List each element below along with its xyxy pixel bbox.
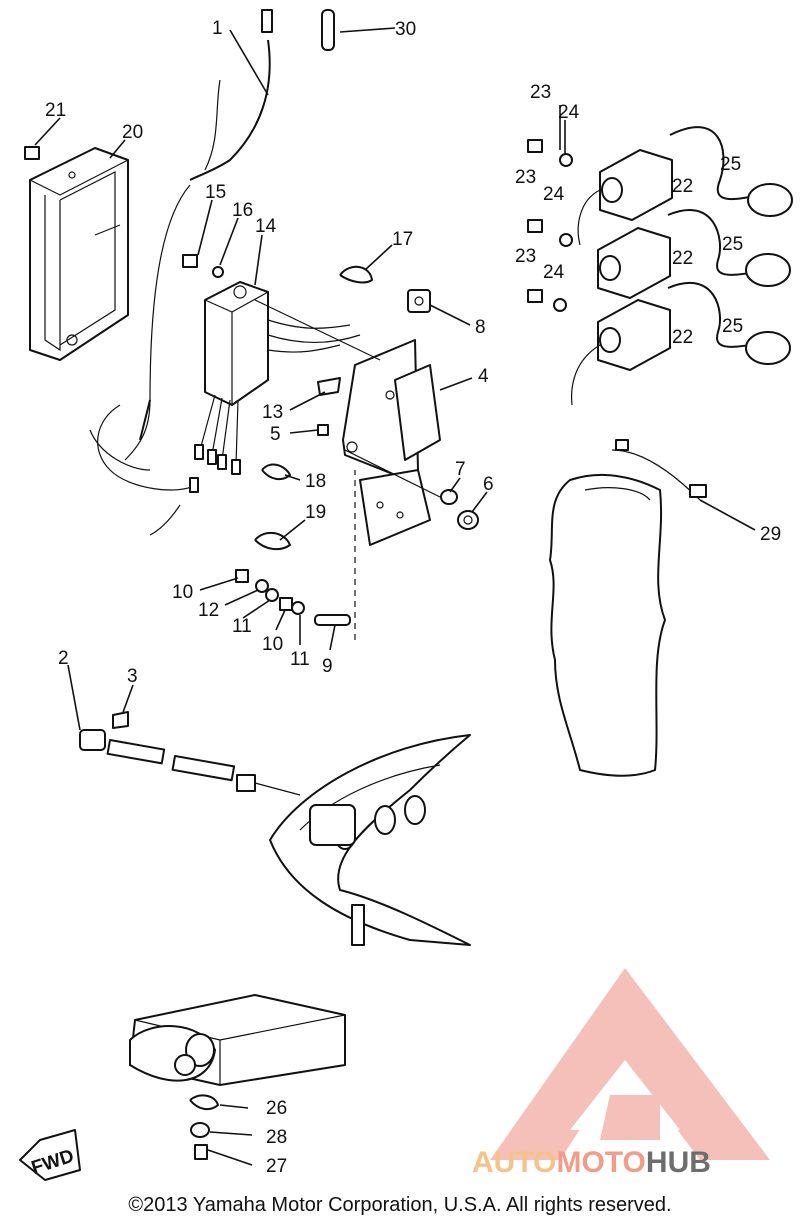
watermark-logo [490, 968, 770, 1160]
cdi-cover [29, 147, 129, 361]
callout-24a: 24 [558, 102, 580, 123]
callout-23a: 23 [530, 82, 551, 103]
callout-24c: 24 [543, 262, 565, 283]
callout-11a: 11 [232, 616, 252, 637]
callout-4: 4 [478, 366, 489, 387]
watermark-text: AUTOMOTOHUB [472, 1146, 711, 1179]
callout-26: 26 [266, 1098, 287, 1119]
rectifier-unit [129, 994, 346, 1160]
callout-25c: 25 [722, 316, 743, 337]
callout-21: 21 [45, 100, 66, 121]
callout-25a: 25 [720, 154, 741, 175]
callout-3: 3 [127, 666, 138, 687]
callout-10b: 10 [262, 634, 283, 655]
callout-2: 2 [58, 648, 69, 669]
callout-13: 13 [262, 402, 283, 423]
callout-14: 14 [255, 216, 277, 237]
callout-labels: 1 2 3 4 5 6 7 8 9 10 10 11 11 12 13 14 1… [45, 18, 781, 1177]
callout-8: 8 [475, 317, 486, 338]
watermark-hub: HUB [646, 1146, 711, 1179]
ignition-coil-2 [527, 209, 791, 299]
callout-22c: 22 [672, 327, 693, 348]
callout-30: 30 [395, 19, 416, 40]
callout-6: 6 [483, 474, 494, 495]
callout-25b: 25 [722, 234, 743, 255]
ignition-coil-3 [527, 281, 791, 406]
mounting-bracket [342, 339, 441, 546]
callout-9: 9 [322, 656, 333, 677]
callout-1: 1 [212, 18, 223, 39]
callout-15: 15 [205, 182, 226, 203]
callout-23c: 23 [515, 246, 536, 267]
callout-12: 12 [198, 600, 219, 621]
ignition-coil-1 [527, 126, 793, 246]
callout-11b: 11 [290, 649, 310, 670]
copyright-text: ©2013 Yamaha Motor Corporation, U.S.A. A… [128, 1194, 672, 1216]
small-parts [182, 9, 479, 626]
callout-24b: 24 [543, 184, 565, 205]
callout-22a: 22 [672, 176, 693, 197]
callout-17: 17 [392, 229, 413, 250]
wiring-harness [89, 9, 273, 536]
cdi-unit [194, 281, 361, 475]
callout-29: 29 [760, 524, 781, 545]
callout-27: 27 [266, 1156, 287, 1177]
bottom-cowling [79, 711, 471, 946]
callout-22b: 22 [672, 248, 693, 269]
callout-10a: 10 [172, 582, 193, 603]
callout-19: 19 [305, 502, 326, 523]
callout-28: 28 [266, 1127, 287, 1148]
watermark-auto: AUTO [472, 1146, 556, 1179]
callout-7: 7 [455, 459, 466, 480]
screw-21 [24, 146, 40, 160]
callout-5: 5 [270, 424, 281, 445]
callout-18: 18 [305, 471, 326, 492]
fwd-arrow-icon: FWD [19, 1129, 81, 1181]
callout-16: 16 [232, 200, 253, 221]
engine-block [549, 439, 707, 777]
callout-20: 20 [122, 122, 143, 143]
callout-23b: 23 [515, 167, 536, 188]
watermark-moto: MOTO [556, 1146, 645, 1179]
leader-lines [34, 27, 756, 1166]
